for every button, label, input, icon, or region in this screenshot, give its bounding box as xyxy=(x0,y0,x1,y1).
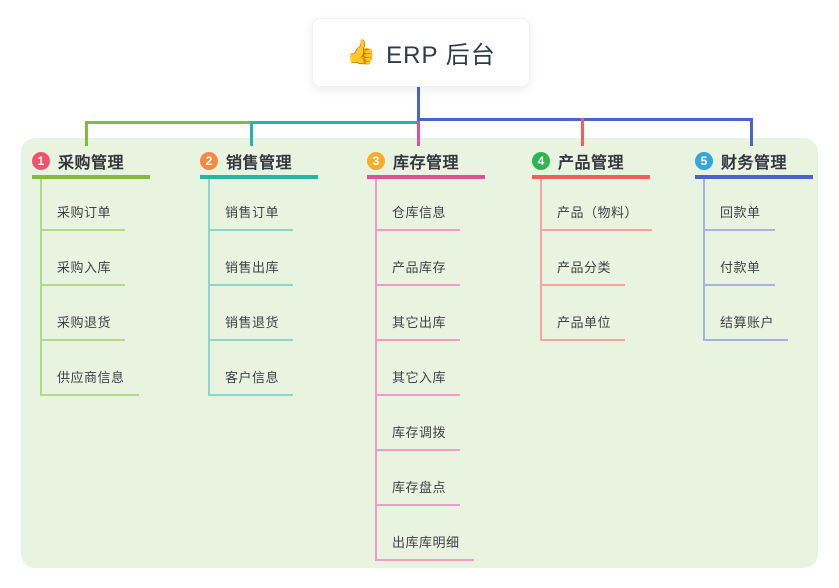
branch-spine xyxy=(703,179,705,339)
branch-number-badge: 5 xyxy=(695,152,713,170)
branch-label: 销售管理 xyxy=(226,155,293,172)
branch-spine xyxy=(40,179,42,394)
leaf-item[interactable]: 销售订单 xyxy=(208,203,294,231)
drop-finance xyxy=(750,118,753,146)
root-drop-line xyxy=(417,85,420,121)
branch-label: 采购管理 xyxy=(58,155,125,172)
leaf-item[interactable]: 库存盘点 xyxy=(375,478,461,506)
root-node[interactable]: 👍 ERP 后台 xyxy=(312,18,530,87)
drop-inventory xyxy=(417,121,420,146)
connector-finance xyxy=(417,118,753,121)
branch-header-sales[interactable]: 2 销售管理 xyxy=(200,147,318,179)
leaf-item[interactable]: 仓库信息 xyxy=(375,203,461,231)
branch-spine xyxy=(540,179,542,339)
leaf-item[interactable]: 付款单 xyxy=(703,258,775,286)
leaf-item[interactable]: 结算账户 xyxy=(703,313,789,341)
branch-header-inventory[interactable]: 3 库存管理 xyxy=(367,147,485,179)
drop-purchase xyxy=(85,121,88,146)
leaf-item[interactable]: 库存调拨 xyxy=(375,423,461,451)
drop-product xyxy=(581,118,584,146)
branch-header-purchase[interactable]: 1 采购管理 xyxy=(32,147,150,179)
leaf-item[interactable]: 客户信息 xyxy=(208,368,294,396)
leaf-item[interactable]: 采购入库 xyxy=(40,258,126,286)
leaf-item[interactable]: 其它出库 xyxy=(375,313,461,341)
branch-spine xyxy=(208,179,210,394)
leaf-item[interactable]: 销售退货 xyxy=(208,313,294,341)
leaf-item[interactable]: 供应商信息 xyxy=(40,368,139,396)
leaf-item[interactable]: 回款单 xyxy=(703,203,775,231)
branch-number-badge: 3 xyxy=(367,152,385,170)
branch-label: 财务管理 xyxy=(721,155,788,172)
leaf-item[interactable]: 产品（物料） xyxy=(540,203,653,231)
branch-label: 库存管理 xyxy=(393,155,460,172)
leaf-item[interactable]: 产品分类 xyxy=(540,258,626,286)
leaf-item[interactable]: 销售出库 xyxy=(208,258,294,286)
connector-sales xyxy=(252,121,418,124)
leaf-item[interactable]: 其它入库 xyxy=(375,368,461,396)
branch-number-badge: 1 xyxy=(32,152,50,170)
leaf-item[interactable]: 采购订单 xyxy=(40,203,126,231)
branch-number-badge: 2 xyxy=(200,152,218,170)
branch-label: 产品管理 xyxy=(558,155,625,172)
branch-header-product[interactable]: 4 产品管理 xyxy=(532,147,650,179)
root-label: ERP 后台 xyxy=(386,42,496,69)
branch-spine xyxy=(375,179,377,559)
leaf-item[interactable]: 产品单位 xyxy=(540,313,626,341)
background-panel xyxy=(21,138,818,568)
branch-number-badge: 4 xyxy=(532,152,550,170)
leaf-item[interactable]: 采购退货 xyxy=(40,313,126,341)
thumbs-up-icon: 👍 xyxy=(346,38,377,66)
drop-sales xyxy=(250,121,253,146)
leaf-item[interactable]: 产品库存 xyxy=(375,258,461,286)
leaf-item[interactable]: 出库库明细 xyxy=(375,533,474,561)
connector-purchase xyxy=(85,121,252,124)
branch-header-finance[interactable]: 5 财务管理 xyxy=(695,147,813,179)
